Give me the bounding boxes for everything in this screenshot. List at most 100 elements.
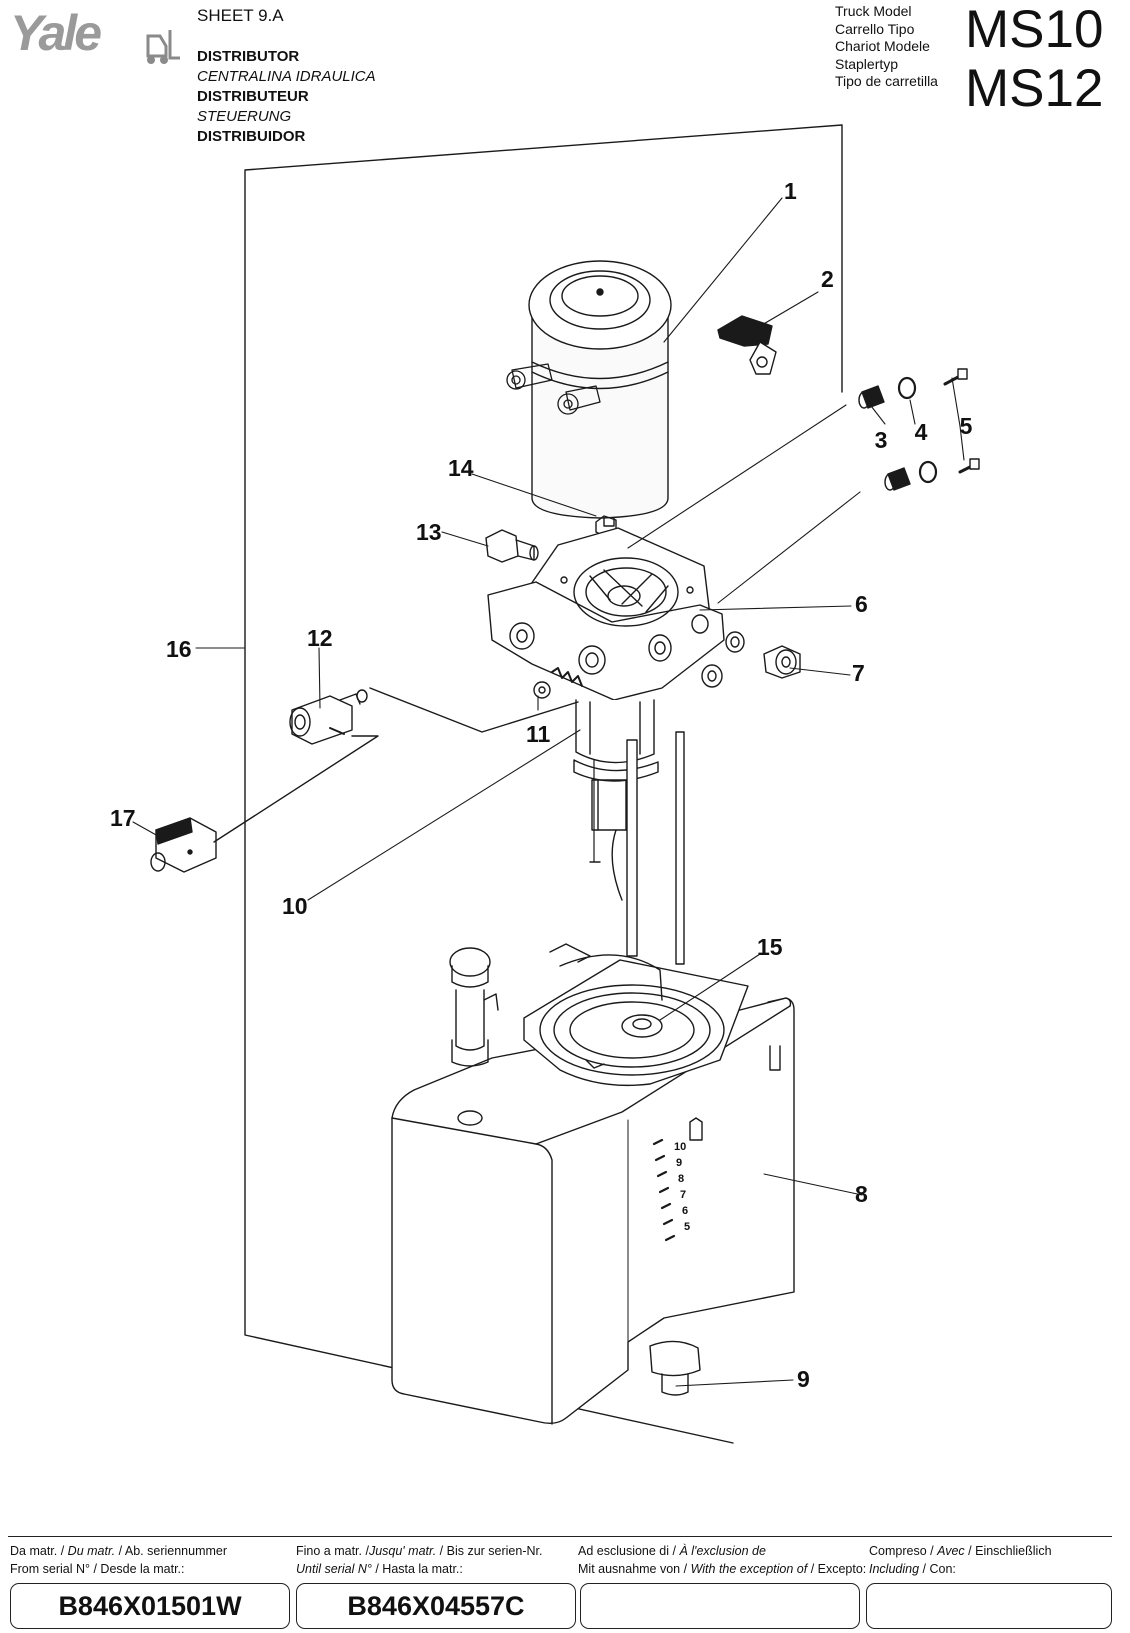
model-label-it: Carrello Tipo [835,20,915,37]
scale-6: 6 [682,1205,688,1217]
model-label-fr: Chariot Modele [835,38,930,54]
pump-body-icon [573,699,659,863]
washer-4a [897,376,917,400]
model-ms12: MS12 [965,59,1104,118]
callout-12: 12 [307,625,333,651]
until-label-it: Fino a matr. / [296,1544,369,1558]
title-de: STEUERUNG [197,108,292,125]
valve-plug-3b [884,467,911,491]
valve-block-icon [487,527,725,701]
title-en: DISTRIBUTOR [197,48,300,65]
callout-10: 10 [282,893,308,919]
filler-cap-icon [449,947,499,1067]
model-label-en: Truck Model [835,3,912,19]
truck-model-labels: Truck Model Carrello Tipo Chariot Modele… [835,3,938,91]
from-serial-value: B846X01501W [58,1590,242,1621]
title-block: DISTRIBUTOR CENTRALINA IDRAULICA DISTRIB… [197,47,376,147]
including-label-de: / Einschließlich [968,1544,1052,1558]
footer-exception-label: Ad esclusione di / À l'exclusion de Mit … [578,1542,868,1578]
callout-16: 16 [166,636,192,662]
callout-4: 4 [915,419,928,445]
callout-7: 7 [852,660,865,686]
until-label-fr: Jusqu' matr. [368,1544,437,1558]
drain-plug-9-icon [649,1340,701,1396]
tank-cover-15-icon [523,943,749,1087]
until-label-de: / Bis zur serien-Nr. [439,1544,543,1558]
scale-8: 8 [678,1173,684,1185]
scale-7: 7 [680,1189,686,1201]
footer-from-label: Da matr. / Du matr. / Ab. seriennummer F… [10,1542,290,1578]
sheet-title: SHEET 9.A [197,6,284,25]
callout-5: 5 [960,413,973,439]
wiring [213,687,579,843]
callout-15: 15 [757,934,783,960]
except-label-fr: À l'exclusion de [679,1544,766,1558]
forklift-logo-icon [146,30,180,64]
callout-3: 3 [875,427,888,453]
scale-9: 9 [676,1157,682,1169]
screw-5a [943,368,968,386]
callout-6: 6 [855,591,868,617]
except-label-en: With the exception of [690,1562,808,1576]
callout-8: 8 [855,1181,868,1207]
callout-13: 13 [416,519,442,545]
valve-plug-3a [858,385,885,409]
including-box [866,1583,1112,1629]
exception-box [580,1583,860,1629]
from-serial-box: B846X01501W [10,1583,290,1629]
callout-9: 9 [797,1366,810,1392]
callout-2: 2 [821,266,834,292]
connector-17-icon [150,817,217,873]
yale-logo: Yale [10,5,102,61]
motor-icon [506,260,672,527]
title-fr: DISTRIBUTEUR [197,88,309,105]
exploded-parts-diagram: 1 2 3 4 5 6 7 8 9 10 11 12 13 14 15 16 1… [110,124,980,1444]
leader-lines [132,197,965,1387]
including-label-it: Compreso / [869,1544,934,1558]
title-it: CENTRALINA IDRAULICA [197,68,376,85]
including-label-fr: Avec [937,1544,965,1558]
until-serial-value: B846X04557C [347,1590,525,1621]
callout-14: 14 [448,455,474,481]
fitting-13-icon [485,529,539,563]
footer-including-label: Compreso / Avec / Einschließlich Includi… [869,1542,1109,1578]
scale-5: 5 [684,1221,690,1233]
including-label-es: / Con: [922,1562,956,1576]
callout-17: 17 [110,805,136,831]
including-label-en: Including [869,1562,920,1576]
from-label-it: Da matr. / [10,1544,65,1558]
callout-11: 11 [526,721,551,747]
spring-valve-11-icon [533,667,583,699]
model-codes: MS10 MS12 [965,0,1103,118]
logo-text: Yale [10,5,102,61]
washer-4b [918,460,938,484]
relief-valve-7-icon [763,645,801,679]
solenoid-12-icon [289,689,368,745]
until-label-en: Until serial N° [296,1562,372,1576]
motor-terminal-2 [557,385,601,415]
title-es: DISTRIBUIDOR [197,128,306,145]
except-label-it: Ad esclusione di / [578,1544,676,1558]
until-label-es: / Hasta la matr.: [375,1562,463,1576]
model-ms10: MS10 [965,0,1104,59]
footer-until-label: Fino a matr. /Jusqu' matr. / Bis zur ser… [296,1542,576,1578]
footer-divider [8,1536,1112,1537]
except-label-es: / Excepto: [810,1562,867,1576]
except-label-de: Mit ausnahme von / [578,1562,688,1576]
model-label-de: Staplertyp [835,55,899,72]
callout-1: 1 [784,178,797,204]
plug-a [725,631,745,653]
tank-level-marks [652,1138,676,1242]
from-label-en: From serial N° / Desde la matr.: [10,1562,185,1576]
until-serial-box: B846X04557C [296,1583,576,1629]
scale-10: 10 [674,1141,686,1153]
cable-lug-icon [717,315,777,375]
from-label-de: / Ab. seriennummer [118,1544,228,1558]
from-label-fr: Du matr. [67,1544,116,1558]
model-label-es: Tipo de carretilla [835,73,938,89]
motor-terminal-1 [506,363,553,390]
pipes [611,731,685,965]
screw-5b [958,458,980,474]
tank-icon [391,997,795,1425]
plug-b [701,664,723,688]
